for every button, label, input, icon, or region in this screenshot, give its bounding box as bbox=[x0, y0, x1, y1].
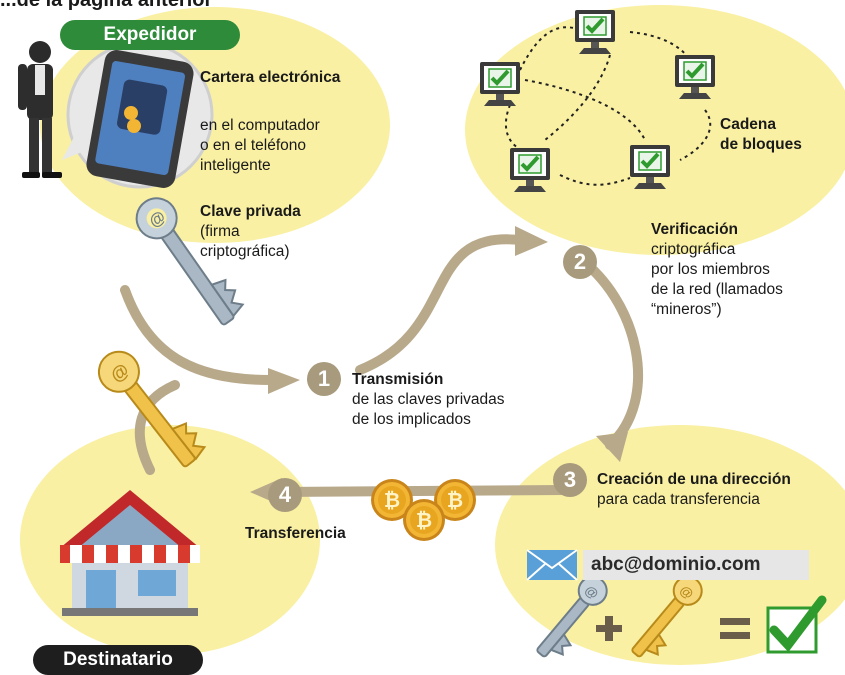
gold-key-small-icon: @ bbox=[631, 575, 703, 658]
silver-key-small-icon: @ bbox=[536, 575, 608, 658]
email-address: abc@dominio.com bbox=[583, 550, 809, 580]
sender-badge: Expedidor bbox=[60, 20, 240, 50]
step-2-number: 2 bbox=[563, 245, 597, 279]
check-box-icon bbox=[766, 595, 827, 654]
step-3-title: Creación de una dirección bbox=[597, 471, 791, 488]
wallet-line-1: en el computador bbox=[200, 117, 320, 134]
store-icon bbox=[60, 490, 200, 616]
verification-title: Verificación bbox=[651, 221, 739, 238]
verification-line-2: por los miembros bbox=[651, 261, 770, 278]
address-field: abc@dominio.com bbox=[527, 550, 809, 580]
gold-key-icon: @ bbox=[97, 350, 207, 468]
step-4-title: Transferencia bbox=[245, 525, 346, 542]
envelope-icon bbox=[526, 549, 578, 581]
step-3-line-1: para cada transferencia bbox=[597, 491, 760, 508]
receiver-badge: Destinatario bbox=[33, 645, 203, 675]
person-icon bbox=[18, 41, 62, 178]
wallet-line-2: o en el teléfono bbox=[200, 137, 307, 154]
flow-arrows bbox=[120, 234, 644, 497]
wallet-line-3: inteligente bbox=[200, 157, 271, 174]
step-3-number: 3 bbox=[553, 463, 587, 497]
equals-sign bbox=[720, 618, 750, 639]
step-1-number: 1 bbox=[307, 362, 341, 396]
silver-key-icon: @ bbox=[135, 197, 245, 326]
blockchain-bubble bbox=[465, 5, 845, 255]
phone-wallet-icon bbox=[62, 41, 214, 189]
step-1-line-2: de los implicados bbox=[352, 411, 471, 428]
plus-sign bbox=[596, 616, 622, 641]
verification-line-3: de la red (llamados bbox=[651, 281, 783, 298]
blockchain-title-line-2: de bloques bbox=[720, 136, 802, 153]
step-1-title: Transmisión bbox=[352, 371, 444, 388]
verification-line-4: “mineros”) bbox=[651, 301, 722, 318]
verification-line-1: criptográfica bbox=[651, 241, 736, 258]
page-title: ...de la página anterior bbox=[0, 0, 212, 11]
step-1-line-1: de las claves privadas bbox=[352, 391, 505, 408]
key-line-2: criptográfica) bbox=[200, 243, 290, 260]
key-line-1: (firma bbox=[200, 223, 240, 240]
key-title: Clave privada bbox=[200, 203, 301, 220]
blockchain-title-line-1: Cadena bbox=[720, 116, 776, 133]
wallet-title: Cartera electrónica bbox=[200, 69, 341, 86]
step-4-number: 4 bbox=[268, 478, 302, 512]
